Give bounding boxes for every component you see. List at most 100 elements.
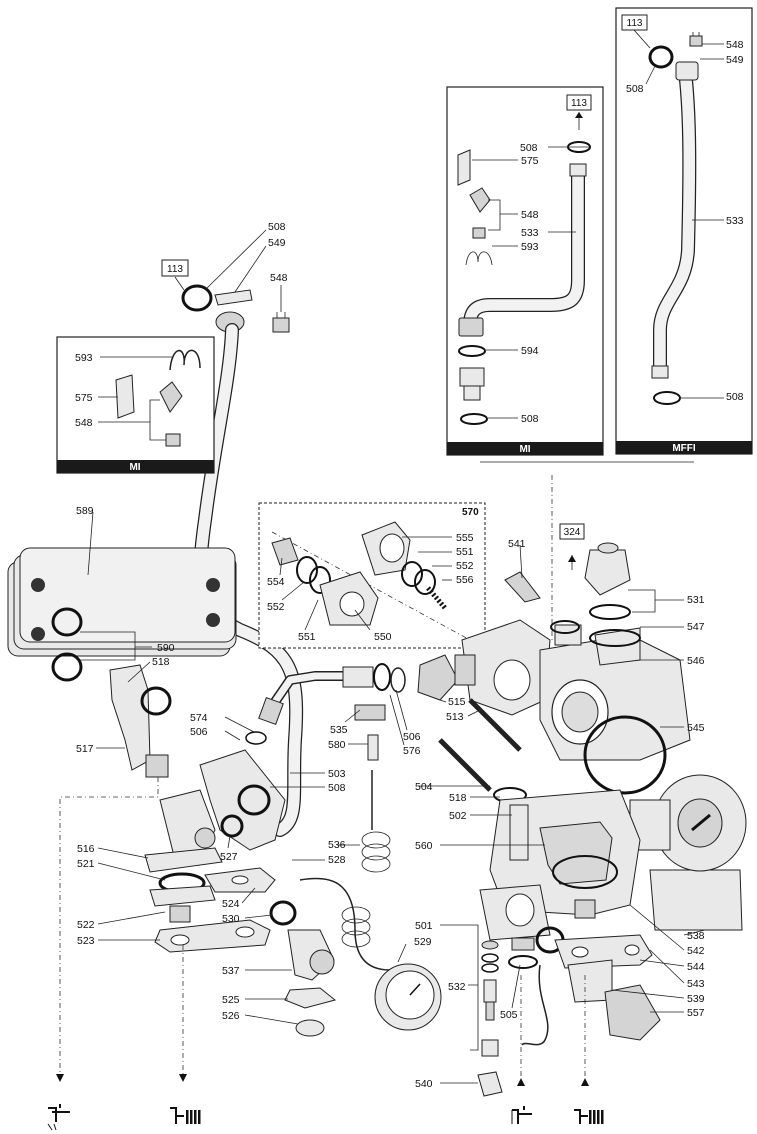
- l506-b: 506: [403, 731, 421, 743]
- hydraulic-block: 541 324 531 547 546 545: [438, 523, 705, 795]
- l518-b: 518: [449, 792, 467, 804]
- l526: 526: [222, 1010, 240, 1022]
- mi-left-title: MI: [129, 462, 140, 473]
- l530: 530: [222, 913, 240, 925]
- l589: 589: [76, 505, 94, 517]
- l541: 541: [508, 538, 526, 550]
- l535: 535: [330, 724, 348, 736]
- l503: 503: [328, 768, 346, 780]
- f508-a: 508: [626, 83, 644, 95]
- heat-exchanger-589: 589 590: [7, 505, 237, 682]
- ref-113-mffi: 113: [627, 18, 643, 29]
- l505: 505: [500, 1009, 518, 1021]
- m533: 533: [521, 227, 539, 239]
- l536: 536: [328, 839, 346, 851]
- mffi-box: MFFI 113 548 549 508 533 508: [615, 7, 753, 455]
- l521: 521: [77, 858, 95, 870]
- l545: 545: [687, 722, 705, 734]
- l517: 517: [76, 743, 94, 755]
- ref-324: 324: [564, 527, 581, 538]
- l552-b: 552: [456, 560, 474, 572]
- l593-a: 593: [75, 352, 93, 364]
- l537: 537: [222, 965, 240, 977]
- l516: 516: [77, 843, 95, 855]
- l576: 576: [403, 745, 421, 757]
- l546: 546: [687, 655, 705, 667]
- bypass-parts-524: 524 530 537 525 526: [204, 867, 337, 1037]
- m575: 575: [521, 155, 539, 167]
- l529: 529: [414, 936, 432, 948]
- cold-water-inlet-icon: [511, 1106, 532, 1124]
- l506-a: 506: [190, 726, 208, 738]
- l548-a: 548: [270, 272, 288, 284]
- f548: 548: [726, 39, 744, 51]
- m593: 593: [521, 241, 539, 253]
- sensor-pipe-574: [258, 671, 350, 726]
- l538: 538: [687, 930, 705, 942]
- kit-570-box: 570 554 552 551 550 555 551 552 556: [258, 502, 486, 649]
- central-connector-parts: 535 580 506 576 515 513: [328, 654, 481, 761]
- ref-113-top: 113: [167, 264, 183, 275]
- l508-a: 508: [268, 221, 286, 233]
- l580: 580: [328, 739, 346, 751]
- l547: 547: [687, 621, 705, 633]
- sensor-clip-icon: [689, 32, 703, 47]
- f508-b: 508: [726, 391, 744, 403]
- l543: 543: [687, 978, 705, 990]
- heating-radiator-icon: [170, 1107, 201, 1124]
- drain-cock-532: 532 505 540 504: [415, 781, 549, 1097]
- l542: 542: [687, 945, 705, 957]
- ref-113-mi: 113: [571, 98, 587, 109]
- l544: 544: [687, 961, 705, 973]
- mi-right-box: MI 113 508 575 548 533 593 594: [446, 86, 604, 456]
- water-tap-icon: [47, 1104, 70, 1131]
- hydraulic-body-501: 518 502 560 501 542 544 543 539 557: [415, 738, 705, 1041]
- m548: 548: [521, 209, 539, 221]
- l523: 523: [77, 935, 95, 947]
- mi-left-box: MI 593 575 548: [56, 336, 215, 474]
- l515: 515: [448, 696, 466, 708]
- l527: 527: [220, 851, 238, 863]
- m508-a: 508: [520, 142, 538, 154]
- l518-a: 518: [152, 656, 170, 668]
- l551-b: 551: [456, 546, 474, 558]
- mffi-title: MFFI: [672, 443, 696, 454]
- f533: 533: [726, 215, 744, 227]
- kit-570-label: 570: [462, 507, 479, 518]
- l554: 554: [267, 576, 285, 588]
- l556: 556: [456, 574, 474, 586]
- l549-a: 549: [268, 237, 286, 249]
- mi-right-title: MI: [519, 444, 530, 455]
- l557: 557: [687, 1007, 705, 1019]
- l548-b: 548: [75, 417, 93, 429]
- l513: 513: [446, 711, 464, 723]
- l575-a: 575: [75, 392, 93, 404]
- upper-pipe-assembly: 113 508 549 548: [161, 221, 304, 837]
- f549: 549: [726, 54, 744, 66]
- l574: 574: [190, 712, 208, 724]
- l532: 532: [448, 981, 466, 993]
- l531: 531: [687, 594, 705, 606]
- m508-b: 508: [521, 413, 539, 425]
- m594: 594: [521, 345, 539, 357]
- l540: 540: [415, 1078, 433, 1090]
- l501: 501: [415, 920, 433, 932]
- l560: 560: [415, 840, 433, 852]
- base-plate-516: 516 521 522 523: [77, 843, 271, 953]
- l525: 525: [222, 994, 240, 1006]
- l551-a: 551: [298, 631, 316, 643]
- l504: 504: [415, 781, 433, 793]
- l522: 522: [77, 919, 95, 931]
- l524: 524: [222, 898, 240, 910]
- l528: 528: [328, 854, 346, 866]
- heating-return-icon: [574, 1109, 604, 1124]
- pump-538: 538: [629, 774, 747, 942]
- l539: 539: [687, 993, 705, 1005]
- l502: 502: [449, 810, 467, 822]
- l552-a: 552: [267, 601, 285, 613]
- sensor-548-icon: [272, 312, 290, 333]
- clip-575-icon: [457, 149, 471, 186]
- l555: 555: [456, 532, 474, 544]
- l508-b: 508: [328, 782, 346, 794]
